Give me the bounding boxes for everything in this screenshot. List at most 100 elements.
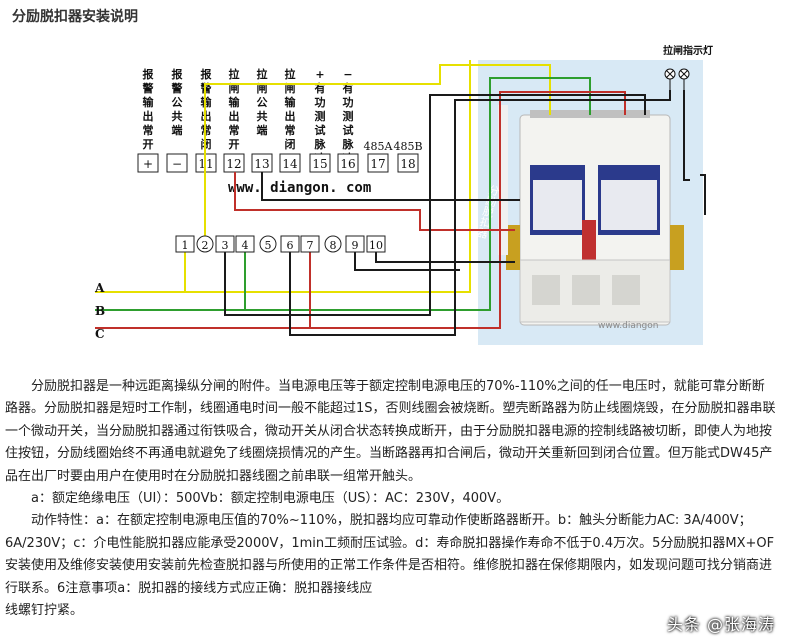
bottom-terminal-number: 5 <box>265 239 272 252</box>
bottom-terminal-box <box>300 235 320 253</box>
top-terminal-label-char: 端 <box>257 123 268 137</box>
bottom-terminal-number: 8 <box>330 239 337 252</box>
top-terminal-label: 485B <box>393 140 422 153</box>
top-terminal-label-char: 报 <box>201 67 213 81</box>
top-terminal-label-char: 有 <box>343 81 354 95</box>
phase-label-b: B <box>95 304 105 318</box>
characteristics-paragraph: 动作特性：a：在额定控制电源电压值的70%~110%，脱扣器均应可靠动作使断路器… <box>5 513 775 596</box>
phase-label-a: A <box>94 281 105 295</box>
source-watermark: 头条 @张海涛 <box>666 615 775 634</box>
top-terminal-label-char: 功 <box>315 95 326 109</box>
top-terminal-label-char: 功 <box>343 95 354 109</box>
bottom-terminal-number: 10 <box>369 239 383 252</box>
bottom-terminal-circle <box>259 235 277 253</box>
bottom-terminal-circle <box>324 235 342 253</box>
top-terminal-label-char: 脉 <box>342 137 355 151</box>
top-terminal-box <box>397 153 419 173</box>
bottom-terminal-number: 3 <box>222 239 229 252</box>
top-terminal-number: − <box>172 157 182 171</box>
top-terminal-label: 485A <box>364 140 394 153</box>
top-terminal-label-char: 脉 <box>314 137 327 151</box>
top-terminal-label-char: 开 <box>143 138 154 151</box>
bottom-terminal-number: 9 <box>352 239 359 252</box>
top-terminal-number: + <box>143 157 153 171</box>
bottom-terminal-box <box>235 235 255 253</box>
top-terminal-label-char: 拉 <box>285 67 296 81</box>
top-terminal-number: 14 <box>282 157 298 171</box>
top-terminal-label-char: 共 <box>172 109 183 123</box>
closing-line: 线螺钉拧紧。 <box>5 603 84 619</box>
bottom-terminal-box <box>215 235 235 253</box>
top-terminal-labels: 报警输出常开报警公共端报警输出常闭拉闸输出常开拉闸公共端拉闸输出常闭+有功测试脉… <box>142 67 423 165</box>
top-terminal-label-char: 试 <box>343 123 354 137</box>
top-terminal-box <box>279 153 301 173</box>
top-terminal-label-char: 出 <box>285 109 296 123</box>
bottom-terminal-box <box>280 235 300 253</box>
website-url: www. diangon. com <box>228 180 371 196</box>
breaker-toggle <box>582 220 596 260</box>
top-terminal-label-char: 测 <box>315 109 326 123</box>
top-terminal-label-char: 共 <box>257 109 268 123</box>
top-terminal-number: 12 <box>226 157 241 171</box>
wiring-diagram: 分励脱扣器 www.diangon 拉闸指示灯 报警输出常开报警公共端报警输出常… <box>94 44 713 345</box>
top-terminal-number: 18 <box>400 157 415 171</box>
wiring <box>95 60 706 336</box>
top-terminal-label-char: 输 <box>285 95 297 109</box>
top-terminal-box <box>337 153 359 173</box>
intro-paragraph: 分励脱扣器是一种远距离操纵分闸的附件。当电源电压等于额定控制电源电压的70%-1… <box>5 379 776 484</box>
top-terminal-label-char: 警 <box>171 81 183 95</box>
top-terminal-label-char: 常 <box>229 123 240 137</box>
photo-watermark: www.diangon <box>598 321 658 331</box>
bottom-terminal-box <box>175 235 195 253</box>
top-terminal-number: 16 <box>340 157 355 171</box>
top-terminal-label-char: 拉 <box>229 67 240 81</box>
indicator-label: 拉闸指示灯 <box>663 44 713 57</box>
top-terminal-label-char: 报 <box>172 67 184 81</box>
bottom-terminal-number: 7 <box>307 239 314 252</box>
top-terminal-box <box>367 153 389 173</box>
top-terminal-label-char: 出 <box>143 109 154 123</box>
bottom-terminal-number: 6 <box>287 239 294 252</box>
top-terminal-label-char: 出 <box>229 109 240 123</box>
article-body: 分励脱扣器是一种远距离操纵分闸的附件。当电源电压等于额定控制电源电压的70%-1… <box>5 376 777 622</box>
top-terminal-label-char: 端 <box>172 123 183 137</box>
top-terminal-label-char: 试 <box>315 123 326 137</box>
page-title: 分励脱扣器安装说明 <box>12 9 138 25</box>
top-terminal-label-char: 拉 <box>257 67 268 81</box>
top-terminal-label-char: 报 <box>143 67 155 81</box>
top-terminal-label-char: 输 <box>229 95 241 109</box>
top-terminal-number: 17 <box>370 157 385 171</box>
top-terminal-label-char: 常 <box>285 123 296 137</box>
bottom-terminal-number: 2 <box>202 239 209 252</box>
indicator-lamp-icon <box>664 68 690 90</box>
top-terminal-label-char: 测 <box>343 109 354 123</box>
top-terminal-box <box>137 153 159 173</box>
top-terminal-label-char: 输 <box>143 95 155 109</box>
top-terminal-label-char: − <box>343 68 352 81</box>
top-terminal-box <box>166 153 188 173</box>
top-terminal-number: 15 <box>312 157 327 171</box>
top-terminal-label-char: 闸 <box>257 81 268 95</box>
top-terminal-label-char: 常 <box>143 123 154 137</box>
top-terminal-label-char: 闭 <box>285 137 296 151</box>
top-terminal-label-char: 公 <box>172 96 183 109</box>
top-terminal-number: 13 <box>254 157 269 171</box>
top-terminal-label-char: 开 <box>229 138 240 151</box>
top-terminal-label-char: 警 <box>142 81 154 95</box>
phase-label-c: C <box>95 327 105 341</box>
top-terminal-label-char: + <box>315 68 324 81</box>
bottom-terminal-box <box>366 235 386 253</box>
bottom-terminal-number: 1 <box>182 239 189 252</box>
bottom-terminal-circle <box>196 235 214 253</box>
top-terminal-label-char: 闸 <box>285 81 296 95</box>
top-terminal-label-char: 公 <box>257 96 268 109</box>
bottom-terminal-number: 4 <box>242 239 249 252</box>
top-terminal-label-char: 有 <box>315 81 326 95</box>
top-terminal-box <box>309 153 331 173</box>
bottom-terminal-box <box>345 235 365 253</box>
rating-line: a：额定绝缘电压（UI）：500Vb：额定控制电源电压（US）：AC：230V，… <box>31 491 510 507</box>
top-terminal-label-char: 闸 <box>229 81 240 95</box>
top-terminal-label-char: 输 <box>201 95 213 109</box>
